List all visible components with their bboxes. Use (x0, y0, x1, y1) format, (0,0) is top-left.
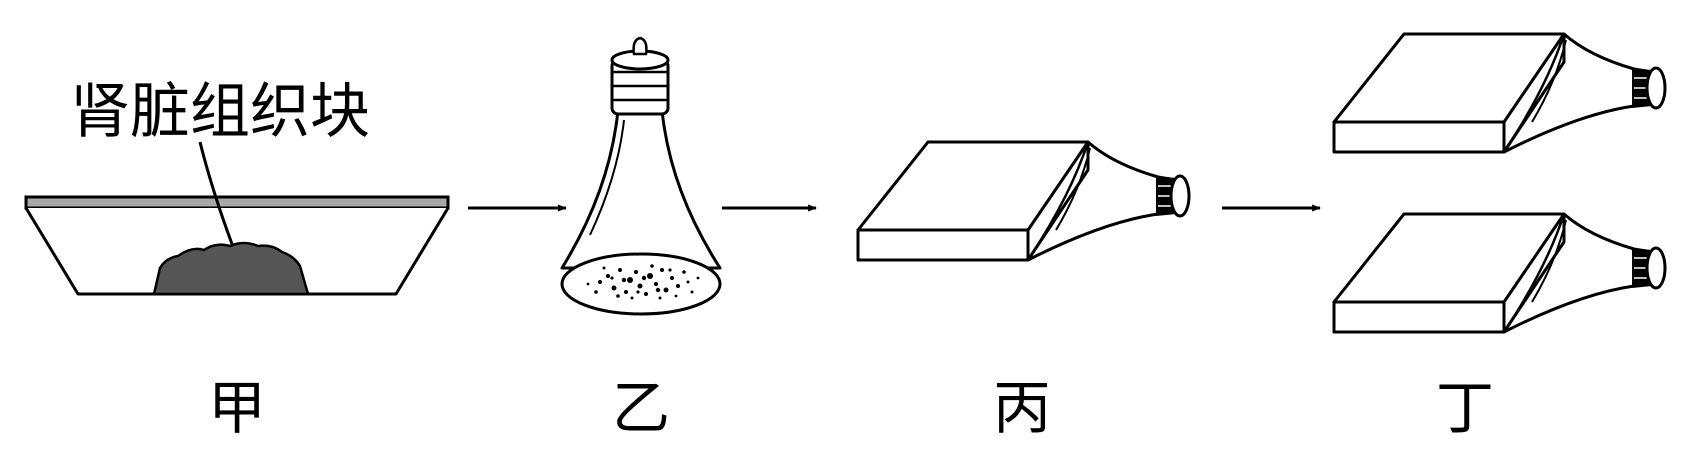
caption-ding: 丁 (1436, 374, 1494, 442)
dish-illustration (24, 141, 450, 296)
culture-bottle-lower (1332, 212, 1667, 334)
kidney-tissue-block (152, 241, 310, 296)
dish-rim (24, 195, 450, 210)
flask-illustration (560, 36, 722, 316)
caption-bing: 丙 (993, 374, 1051, 442)
callout-line (198, 141, 234, 245)
callout-label: 肾脏组织块 (70, 77, 370, 147)
culture-bottle-upper (1332, 32, 1667, 154)
culture-bottle-single (856, 140, 1191, 262)
caption-jia: 甲 (208, 374, 266, 442)
culture-bottle-pair (1332, 32, 1667, 334)
caption-yi: 乙 (612, 374, 670, 442)
dispersed-cells (586, 264, 700, 300)
